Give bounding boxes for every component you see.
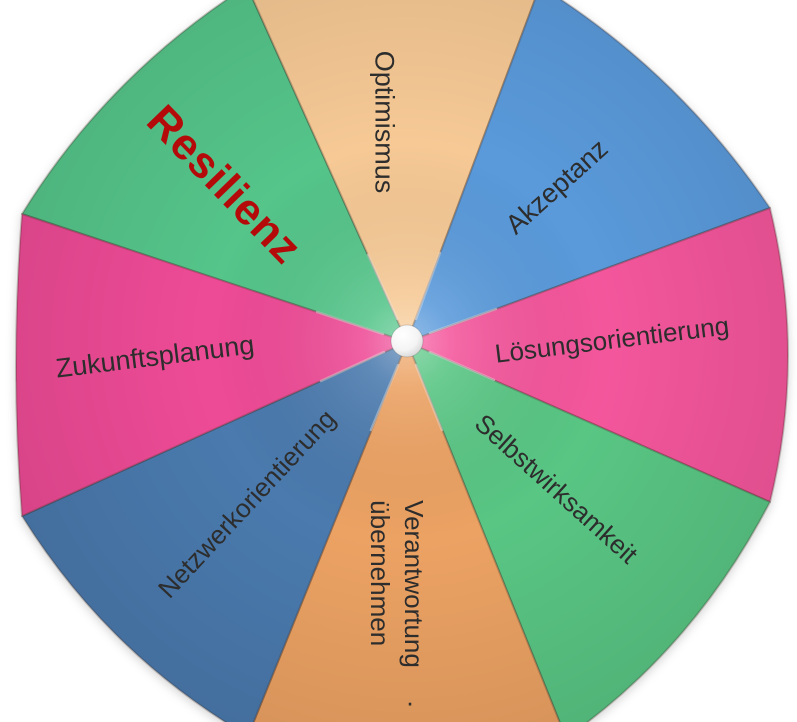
fabric-creases <box>315 251 498 432</box>
umbrella-hub <box>390 324 424 358</box>
canopy-shading <box>16 0 788 722</box>
